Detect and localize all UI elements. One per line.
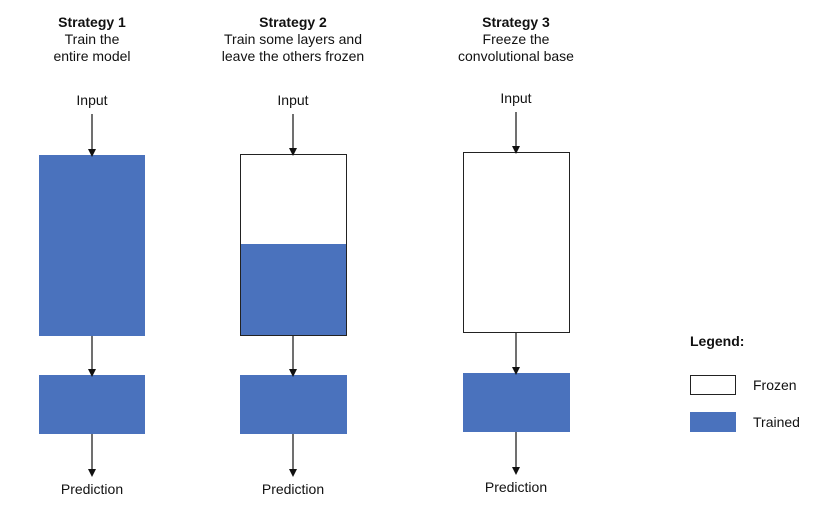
strategy-2-base-block <box>240 154 347 336</box>
legend-frozen-swatch <box>690 375 736 395</box>
strategy-3-desc-line2: convolutional base <box>458 48 574 64</box>
strategy-2-trained-layers <box>241 244 346 335</box>
strategy-1-classifier-block <box>39 375 145 434</box>
legend-frozen-label: Frozen <box>753 377 797 393</box>
legend-title: Legend: <box>690 333 745 349</box>
strategy-1-prediction-label: Prediction <box>60 481 124 497</box>
strategy-2-title: Strategy 2 Train some layers and leave t… <box>203 14 383 65</box>
legend-trained-swatch <box>690 412 736 432</box>
strategy-1-heading: Strategy 1 <box>58 14 126 30</box>
strategy-2-heading: Strategy 2 <box>259 14 327 30</box>
strategy-3-classifier-block <box>463 373 570 432</box>
strategy-3-desc-line1: Freeze the <box>482 31 550 47</box>
strategy-1-title: Strategy 1 Train the entire model <box>22 14 162 65</box>
strategy-1-desc-line2: entire model <box>53 48 131 64</box>
strategy-1-base-block <box>39 155 145 336</box>
strategy-3-base-block <box>463 152 570 333</box>
strategy-1-input-label: Input <box>76 92 108 108</box>
strategy-3-input-label: Input <box>500 90 532 106</box>
strategy-3-prediction-label: Prediction <box>484 479 548 495</box>
strategy-3-title: Strategy 3 Freeze the convolutional base <box>436 14 596 65</box>
strategy-2-classifier-block <box>240 375 347 434</box>
legend-trained-label: Trained <box>753 414 800 430</box>
strategy-1-desc-line1: Train the <box>64 31 120 47</box>
strategy-2-desc-line2: leave the others frozen <box>221 48 365 64</box>
strategy-2-desc-line1: Train some layers and <box>224 31 362 47</box>
strategy-2-input-label: Input <box>277 92 309 108</box>
strategy-2-prediction-label: Prediction <box>261 481 325 497</box>
strategy-3-heading: Strategy 3 <box>482 14 550 30</box>
